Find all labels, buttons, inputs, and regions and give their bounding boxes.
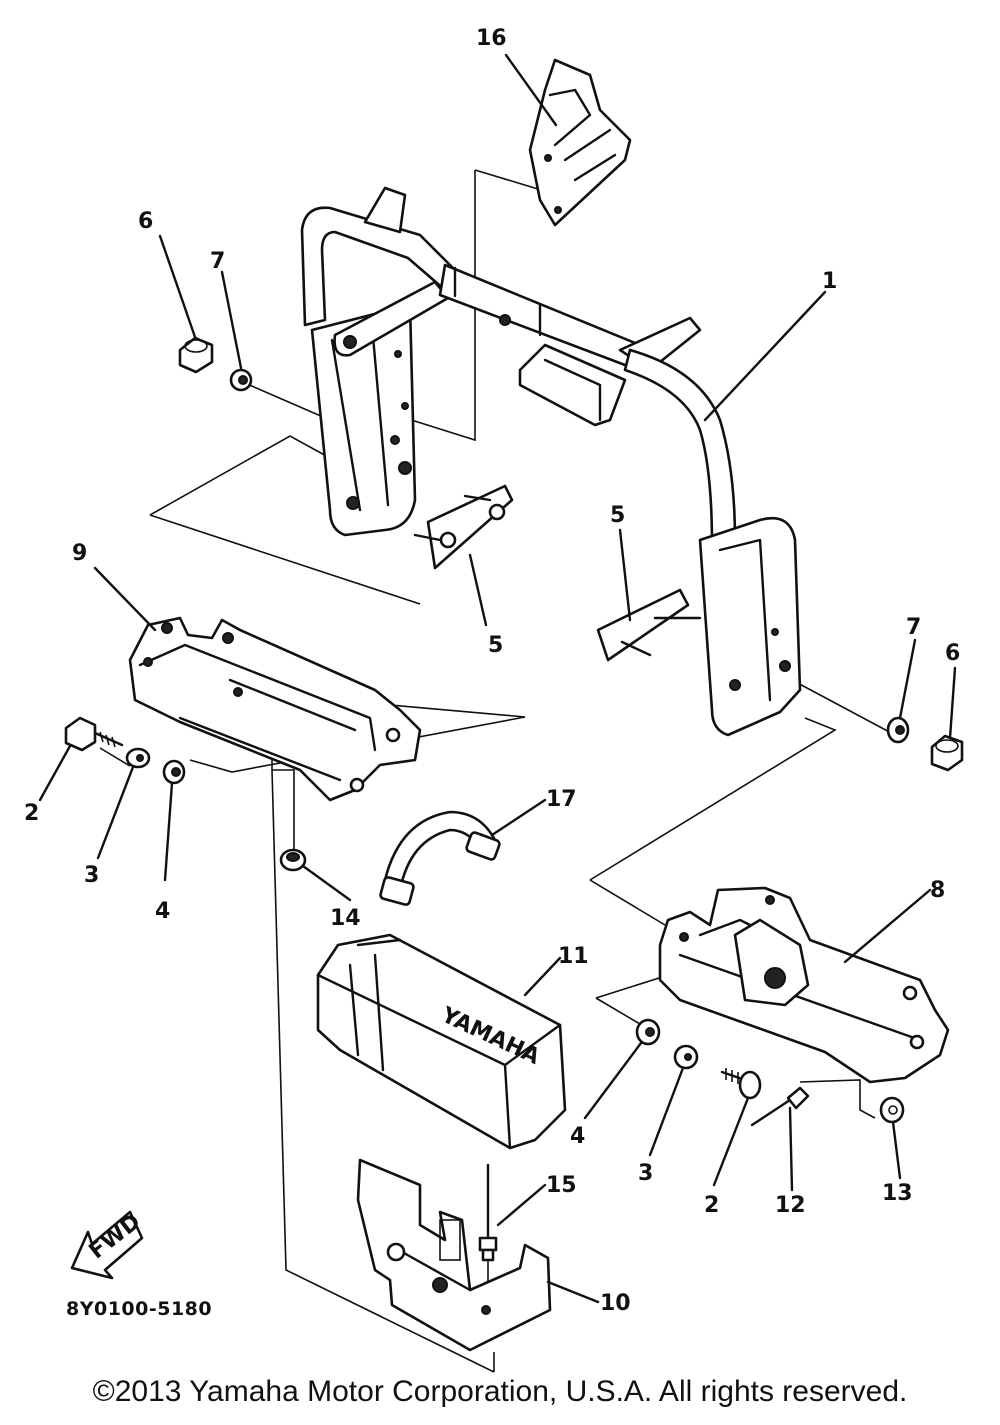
spacer-part-4-right <box>635 1018 661 1046</box>
callout-7-left: 7 <box>210 249 225 274</box>
copyright-notice: ©2013 Yamaha Motor Corporation, U.S.A. A… <box>92 1375 908 1408</box>
base-bracket-part-9 <box>128 616 422 802</box>
callout-3-right: 3 <box>638 1161 653 1186</box>
nut-part-6-right <box>930 734 964 772</box>
bolt-part-2-left <box>64 716 124 752</box>
stud-plate-part-5-upper <box>413 484 514 570</box>
callout-5-upper: 5 <box>488 633 503 658</box>
strap-part-17 <box>379 810 501 906</box>
callout-13: 11 <box>558 944 589 969</box>
callout-8: 8 <box>930 878 945 903</box>
callout-10: 12 <box>775 1193 806 1218</box>
diagram-code: 8Y0100-5180 <box>66 1298 213 1320</box>
washer-part-3-left <box>125 747 151 769</box>
spacer-part-4-left <box>162 759 186 785</box>
nut-part-6-left <box>178 336 214 374</box>
washer-part-7-right <box>886 716 910 744</box>
callout-5-lower: 5 <box>610 503 625 528</box>
callout-16: 14 <box>330 906 361 931</box>
callout-6-left: 6 <box>138 209 153 234</box>
fwd-arrow-icon: FWD <box>70 1209 145 1280</box>
callout-4-left: 4 <box>155 899 170 924</box>
callout-6-right: 6 <box>945 641 960 666</box>
callout-4-right: 4 <box>570 1124 585 1149</box>
plate-part-12 <box>528 58 632 227</box>
washer-part-7-left <box>229 368 253 392</box>
callout-9: 9 <box>72 541 87 566</box>
callout-2-right: 2 <box>704 1193 719 1218</box>
leader-lines <box>38 53 957 1304</box>
callout-3-left: 3 <box>84 863 99 888</box>
callout-11: 13 <box>882 1181 913 1206</box>
bolt-part-15 <box>478 1163 498 1262</box>
bolt-part-2-right <box>720 1068 762 1100</box>
callout-12: 16 <box>476 26 507 51</box>
stud-plate-part-5-lower <box>596 588 702 662</box>
washer-part-3-right <box>673 1044 699 1070</box>
callout-1: 1 <box>822 269 837 294</box>
battery-part-13: YAMAHA <box>316 933 567 1150</box>
callout-labels: 16 1 6 7 9 5 5 7 6 2 3 4 14 17 8 11 4 3 … <box>24 26 960 1316</box>
assembly-guide-lines <box>99 169 896 1373</box>
grommet-part-16 <box>279 848 307 872</box>
washer-part-11 <box>879 1096 905 1124</box>
battery-holder-part-14 <box>356 1158 552 1352</box>
pin-part-10 <box>750 1086 810 1127</box>
callout-7-right: 7 <box>906 615 921 640</box>
frame-part-1 <box>300 186 802 737</box>
callout-17: 17 <box>546 787 577 812</box>
callout-14: 10 <box>600 1291 631 1316</box>
callout-15: 15 <box>546 1173 577 1198</box>
callout-2-left: 2 <box>24 801 39 826</box>
base-bracket-part-8 <box>658 886 950 1084</box>
